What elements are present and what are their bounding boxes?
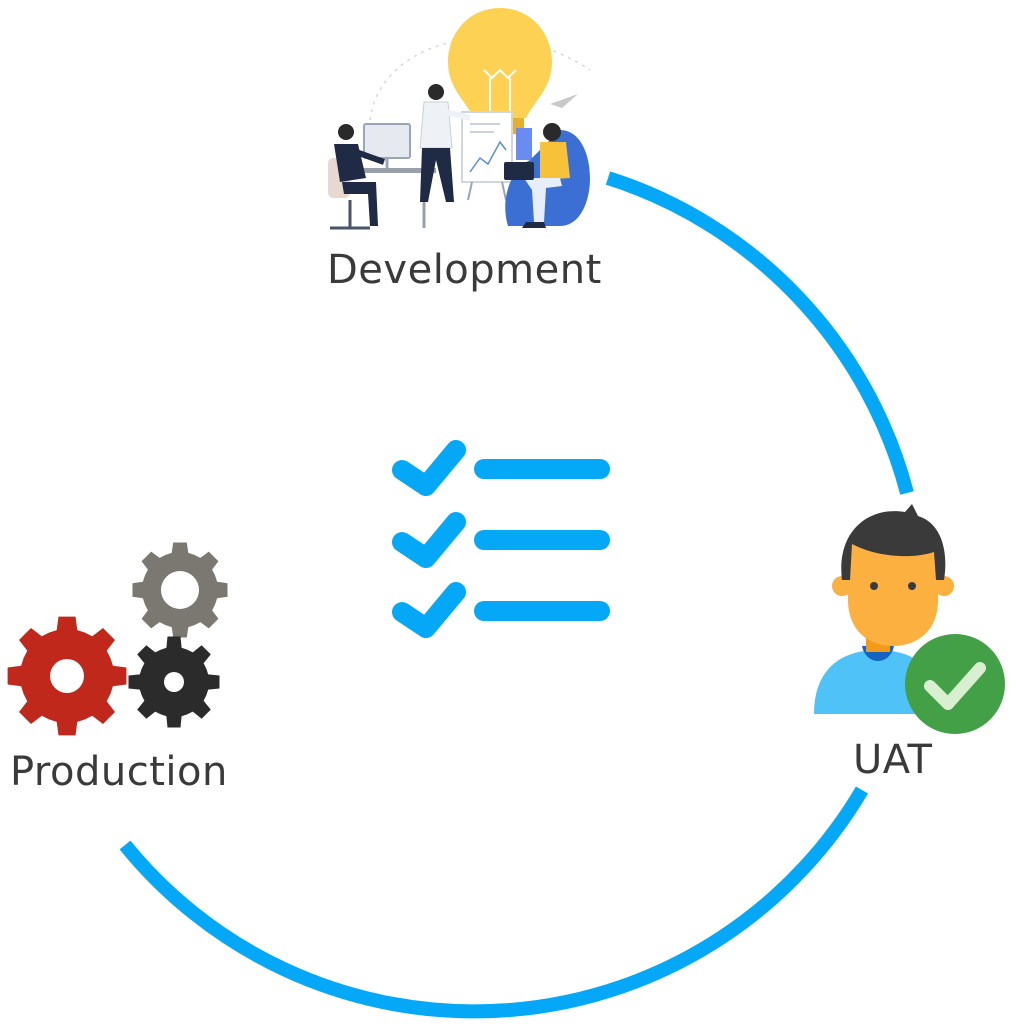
checklist-item <box>392 582 610 638</box>
gear-gray-icon <box>132 542 228 638</box>
gears-icon <box>7 542 228 736</box>
approved-check-badge-icon <box>905 634 1005 734</box>
gear-red-icon <box>7 616 127 736</box>
cycle-arc-development-to-uat <box>605 171 914 495</box>
stage-label-production: Production <box>10 749 228 795</box>
team-brainstorm-lightbulb-illustration <box>328 8 591 230</box>
checklist-icon <box>392 440 610 638</box>
checklist-item <box>392 440 610 496</box>
cycle-arc-uat-to-production <box>119 786 869 1019</box>
stage-label-development: Development <box>327 247 602 293</box>
gear-black-icon <box>128 636 220 728</box>
checklist-item <box>392 512 610 568</box>
stage-label-uat: UAT <box>853 737 933 783</box>
